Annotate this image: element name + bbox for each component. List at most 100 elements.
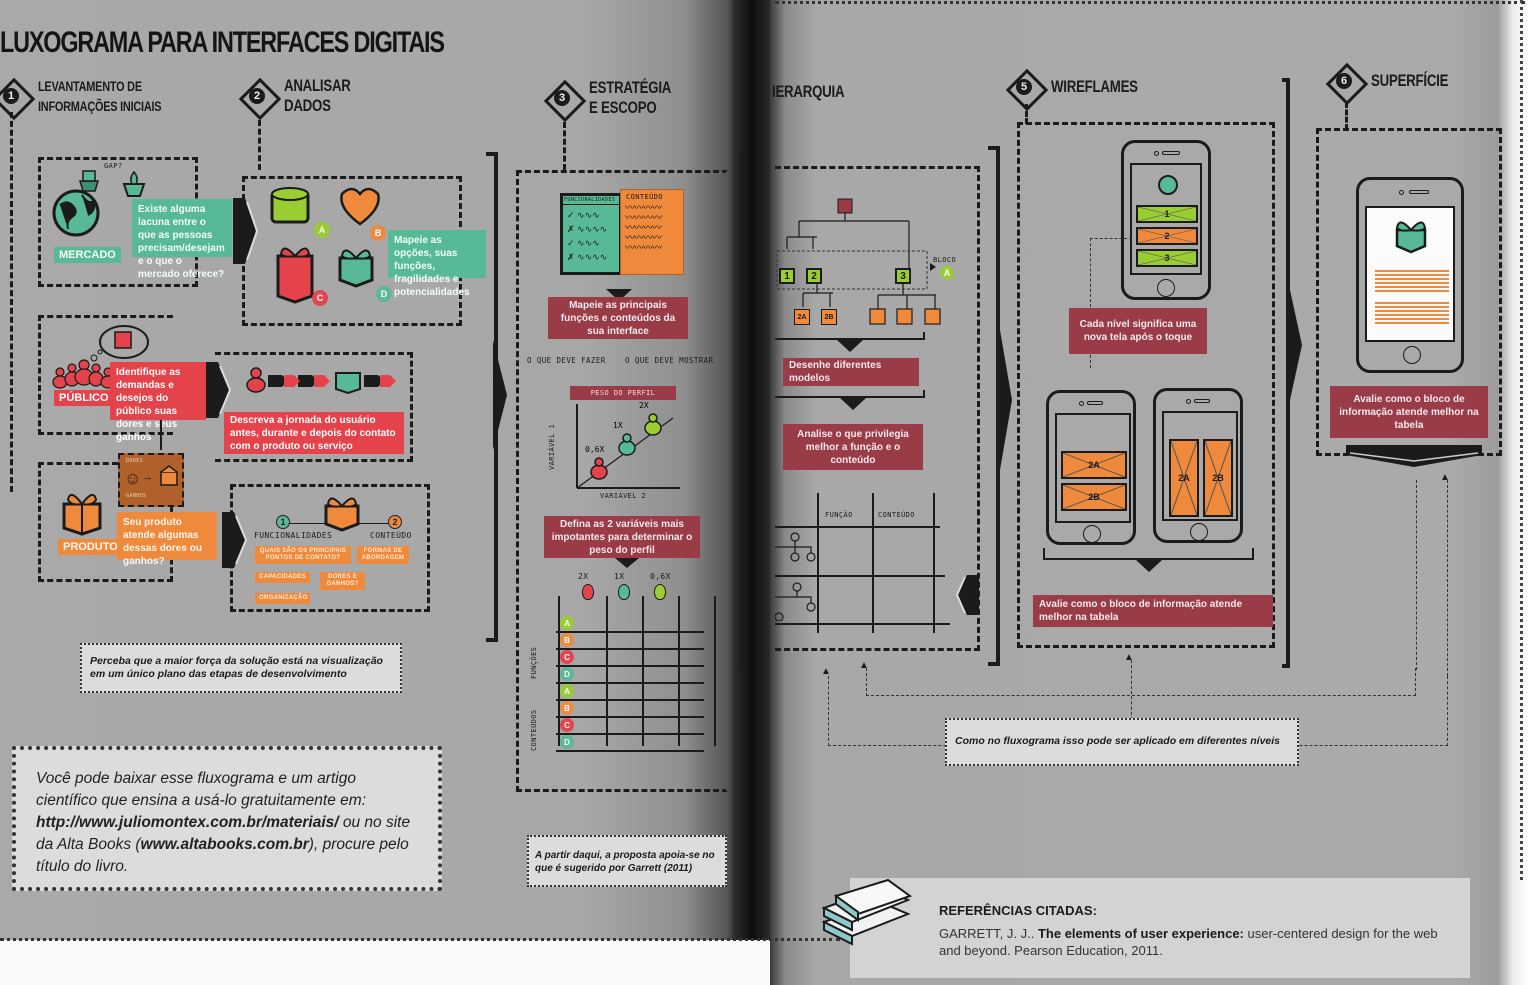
step-3-label: ESTRATÉGIA — [589, 78, 672, 97]
reference-author: GARRETT, J. J.. — [939, 926, 1038, 941]
wireframe-block: 2A — [1061, 451, 1127, 479]
chart-point-1: 0,6X — [585, 445, 608, 480]
content-sheet-label: CONTEÚDO — [626, 193, 663, 201]
gains-label: GANHOS — [126, 493, 147, 499]
matrix-grid-line — [556, 682, 704, 684]
feedback-line — [1447, 480, 1448, 676]
step-6-label: SUPERFÍCIE — [1371, 71, 1449, 90]
wireframe-block: 1 — [1136, 205, 1198, 223]
final-phone — [1356, 177, 1464, 373]
matrix-row-badge: D — [560, 735, 574, 749]
right-dotted-rule — [1520, 0, 1523, 880]
triangle-down-icon — [837, 340, 863, 352]
phone-home-button — [1083, 525, 1101, 543]
table-header-content: CONTEÚDO — [878, 511, 915, 519]
stage3-note1: Mapeie as principais funções e conteúdos… — [548, 297, 688, 339]
chevron-left-icon — [955, 575, 979, 615]
public-people-icon — [52, 325, 149, 389]
chart-ylabel: VARIÁVEL 1 — [548, 423, 556, 470]
matrix-row-badge: D — [560, 667, 574, 681]
publico-note: Identifique as demandas e desejos do púb… — [110, 362, 206, 443]
phone-home-button — [1403, 346, 1421, 364]
hierarchy-subnode: 2B — [821, 309, 837, 325]
stage5-bracket — [1282, 78, 1290, 668]
options-note: Mapeie as opções, suas funções, fragilid… — [388, 230, 486, 298]
table-header-function: FUNÇÃO — [825, 511, 853, 519]
phone-camera — [1079, 401, 1084, 406]
functions-checklist-label: FUNCIONALIDADES — [563, 196, 619, 205]
matrix-grid-line — [556, 750, 704, 752]
stage6-note: Avalie como o bloco de informação atende… — [1330, 386, 1488, 438]
pains-gains-card: DORES GANHOS ☺ → — [118, 453, 184, 507]
text-lines — [1375, 302, 1449, 326]
garrett-callout: A partir daqui, a proposta apoia-se no q… — [527, 835, 727, 887]
touchpoints-tag: QUAIS SÃO OS PRINCIPAIS PONTOS DE CONTAT… — [255, 546, 351, 564]
checklist-items: ✓ ∿∿∿✗ ∿∿∿∿✓ ∿∿∿✗ ∿∿∿∿ — [567, 210, 608, 262]
wireframe-block: 2B — [1061, 483, 1127, 511]
references-heading: REFERÊNCIAS CITADAS: — [939, 903, 1097, 918]
chevron-arrow-icon — [222, 512, 248, 568]
download-link-altabooks[interactable]: www.altabooks.com.br — [140, 836, 309, 853]
matrix-row-badge: B — [560, 633, 574, 647]
branch-left-label: O QUE DEVE FAZER — [527, 356, 606, 365]
chart-point-2: 1X — [613, 421, 636, 456]
chart-xlabel: VARIÁVEL 2 — [600, 492, 647, 500]
matrix-grid-line — [678, 596, 680, 746]
profile-pawn-icon — [618, 584, 630, 600]
matrix-grid-line — [556, 631, 704, 633]
stage5-note2: Avalie como o bloco de informação atende… — [1033, 595, 1273, 627]
level-connector — [1090, 238, 1132, 368]
step-1-diamond-icon: 1 — [0, 79, 28, 113]
bottom-dotted-rule — [0, 938, 840, 941]
stage6-bracket-icon — [1346, 445, 1482, 467]
phone-camera — [1399, 190, 1404, 195]
hierarchy-node: 2 — [806, 268, 822, 284]
download-text-end: ), procure pelo título do livro. — [36, 836, 409, 875]
functions-num-badge: 1 — [276, 515, 290, 529]
tree-layout-icons — [775, 532, 816, 621]
journey-note: Descreva a jornada do usuário antes, dur… — [224, 412, 404, 454]
triangle-down-icon — [840, 398, 866, 410]
arrow-right-icon: → — [142, 471, 153, 483]
reference-entry: GARRETT, J. J.. The elements of user exp… — [939, 925, 1449, 959]
pains-label: DORES — [126, 458, 144, 464]
layout-comparison-table: FUNÇÃO CONTEÚDO — [775, 493, 950, 633]
feedback-loop-inner — [866, 668, 1416, 696]
table-line — [775, 623, 950, 625]
chart-point-label: 2X — [639, 401, 649, 410]
matrix-grid-line — [556, 733, 704, 735]
matrix-grid-line — [558, 596, 560, 746]
chart-point-label: 1X — [613, 421, 623, 430]
phone-home-button — [1190, 523, 1208, 541]
mercado-note: Existe alguma lacuna entre o que as pess… — [132, 199, 232, 280]
arrow-up-icon: ▲ — [1440, 472, 1450, 483]
matrix-grid-line — [606, 596, 608, 746]
wireframe-block: 2 — [1136, 227, 1198, 245]
table-line — [775, 526, 940, 528]
stage3-bracket — [740, 150, 744, 670]
smiley-icon: ☺ — [124, 469, 142, 488]
matrix-grid-line — [556, 648, 704, 650]
stage5-connector — [1025, 104, 1028, 124]
publico-tag: PÚBLICO — [54, 390, 114, 406]
phone-speaker — [1194, 399, 1210, 403]
download-link-juliomontex[interactable]: http://www.juliomontex.com.br/materiais/ — [36, 814, 339, 831]
visualization-callout: Perceba que a maior força da solução est… — [80, 643, 402, 693]
phone-camera — [1186, 399, 1191, 404]
bloco-badge: A — [940, 266, 954, 280]
download-text: Você pode baixar esse fluxograma e um ar… — [36, 770, 366, 809]
wireframe-block: 2A — [1169, 439, 1199, 517]
arrow-up-icon: ▲ — [1124, 652, 1134, 663]
avatar-circle — [1158, 175, 1178, 195]
matrix-row-badge: A — [560, 616, 574, 630]
stage5-note1: Cada nível significa uma nova tela após … — [1069, 308, 1207, 354]
matrix-grid-line — [714, 596, 716, 746]
download-text-mid: ou no site da Alta Books ( — [36, 814, 411, 853]
matrix-column-label: 2X — [578, 572, 589, 581]
gift-options-icons — [270, 187, 380, 304]
